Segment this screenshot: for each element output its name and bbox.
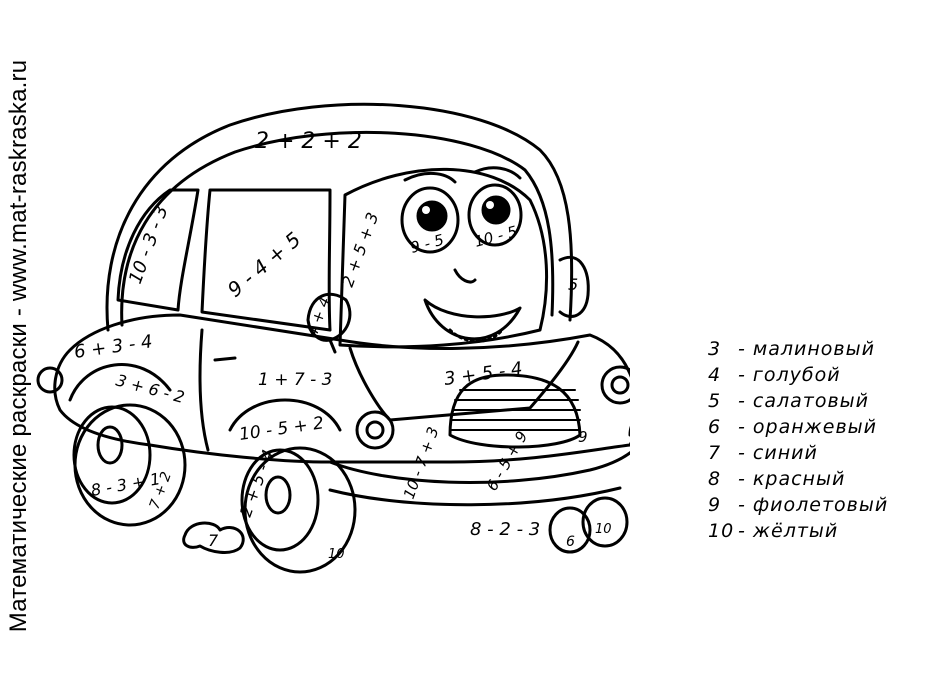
eq-side-window: 9 - 4 + 5 (223, 227, 306, 302)
headlight-left (355, 410, 395, 450)
eq-hood: 3 + 5 - 4 (443, 358, 524, 390)
eq-right-wheel-a: 6 (566, 534, 575, 550)
eq-grille: 6 - 5 + 9 (483, 428, 531, 494)
car-roof-outline (105, 102, 574, 332)
rear-fender (68, 363, 172, 402)
door-line (198, 328, 210, 452)
exhaust-puff (182, 521, 245, 554)
eq-roof: 2 + 2 + 2 (255, 129, 362, 154)
eq-ear: 5 (568, 275, 578, 294)
windshield (338, 167, 549, 349)
legend-row-3: 3- малиновый (708, 338, 875, 360)
eq-front-fender: 10 - 5 + 2 (238, 413, 325, 445)
mouth (423, 298, 522, 341)
front-fender (228, 398, 342, 432)
eq-front-window: 2 + 5 + 3 (338, 210, 382, 290)
eq-left-eye: 9 - 5 (408, 231, 446, 257)
eq-exhaust: 7 (208, 531, 219, 550)
legend-row-8: 8- красный (708, 468, 846, 490)
right-wheel-front (581, 496, 629, 548)
eq-right-eye: 10 - 5 (472, 222, 519, 251)
eq-grille-edge: 9 (578, 428, 588, 446)
eq-door: 1 + 7 - 3 (258, 370, 332, 390)
eq-front-wheel-tire: 10 (328, 547, 345, 562)
hood-panel (348, 340, 580, 422)
car-body-lower (53, 313, 630, 464)
color-legend: 3- малиновый 4- голубой 5- салатовый 6- … (708, 336, 943, 544)
eq-rear-window: 10 - 3 - 3 (125, 203, 173, 287)
car-drawing (36, 102, 630, 574)
rear-window (116, 188, 200, 312)
eq-right-wheel-b: 10 (595, 522, 612, 537)
front-wheel-hub (240, 448, 320, 552)
legend-row-5: 5- салатовый (708, 390, 870, 412)
grille-lines (450, 389, 581, 431)
eq-front-wheel-hub: 2 + 5 - 4 (236, 447, 278, 519)
door-handle (213, 356, 237, 362)
eq-mirror: 4 + 4 (303, 294, 334, 339)
left-eye (400, 186, 460, 254)
rear-wheel-hub (72, 405, 152, 505)
front-bumper (328, 425, 630, 484)
legend-row-9: 9- фиолетовый (708, 494, 889, 516)
eq-rear-panel: 6 + 3 - 4 (73, 331, 154, 363)
legend-row-10: 10- жёлтый (708, 520, 839, 542)
side-window (200, 188, 332, 332)
right-wheel-back (548, 506, 592, 554)
right-eye (467, 183, 523, 247)
eq-bumper: 8 - 2 - 3 (470, 519, 540, 540)
legend-row-6: 6- оранжевый (708, 416, 878, 438)
tail-light (36, 366, 64, 394)
front-wheel-tire (243, 446, 357, 574)
car-roof-inner (120, 130, 555, 327)
legend-row-7: 7- синий (708, 442, 818, 464)
eq-rear-fender: 3 + 6 - 2 (114, 371, 187, 407)
car-ear (558, 256, 590, 318)
legend-row-4: 4- голубой (708, 364, 841, 386)
headlight-right (600, 365, 630, 405)
eq-bumper-side: 10 - 7 + 3 (400, 425, 443, 502)
